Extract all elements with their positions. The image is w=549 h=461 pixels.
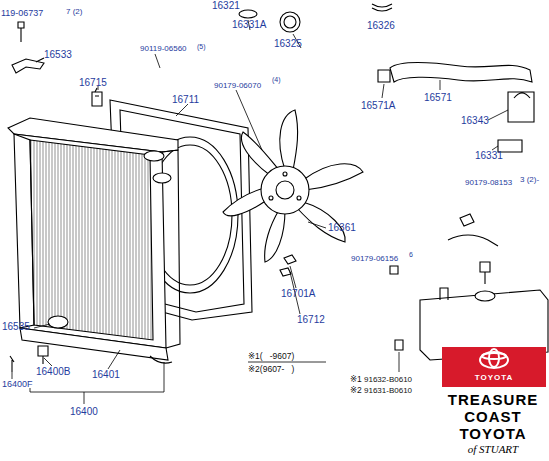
callout-number: 16331A — [232, 19, 266, 30]
callout-number: 7 (2) — [66, 6, 82, 17]
callout-number: 16715 — [79, 77, 107, 88]
callout-number: ※2 — [350, 385, 362, 396]
callout-number: 16361 — [328, 222, 356, 233]
callout-number: 16571A — [361, 100, 395, 111]
callout-number: 90179-06070 — [214, 80, 261, 91]
callout-number: 16331 — [475, 150, 503, 161]
callout-number: 91632-B0610 — [364, 374, 412, 385]
logo-box: TOYOTA — [442, 347, 546, 387]
callout-number: 16701A — [281, 288, 315, 299]
dealer-name: of STUART — [440, 443, 546, 455]
callout-number: 16401 — [92, 369, 120, 380]
callout-number: 16535 — [2, 321, 30, 332]
callout-number: 3 (2)- — [520, 174, 539, 185]
callout-number: 16400 — [70, 406, 98, 417]
callout-number: 16326 — [367, 20, 395, 31]
callout-number: 90119-06560 — [140, 43, 187, 54]
callout-number: (5) — [197, 41, 206, 52]
dealer-name: COAST — [440, 408, 546, 425]
callout-number: 16400B — [36, 366, 70, 377]
callout-number: 16712 — [297, 314, 325, 325]
callout-number: 90179-06156 — [351, 253, 398, 264]
callout-number: ※2(9607- ) — [248, 364, 294, 375]
logo-text: TOYOTA — [442, 373, 546, 382]
callout-number: (4) — [272, 74, 281, 85]
callout-number: 16321 — [212, 0, 240, 11]
callout-number: 16400F — [2, 379, 33, 390]
dealer-name: TOYOTA — [440, 425, 546, 442]
callout-number: 16343 — [461, 115, 489, 126]
callout-number: 16533 — [44, 49, 72, 60]
callout-number: 119-06737 — [1, 8, 43, 19]
callout-number: 91631-B0610 — [364, 385, 412, 396]
callout-number: 6 — [409, 249, 413, 260]
callout-number: ※1 — [350, 374, 362, 385]
dealer-name: TREASURE — [440, 391, 546, 408]
callout-number: 16571 — [424, 92, 452, 103]
callout-number: 16711 — [172, 94, 199, 105]
callout-number: 16325 — [274, 38, 302, 49]
callout-number: 90179-08153 — [465, 177, 512, 188]
callout-number: ※1( -9607) — [248, 351, 294, 362]
